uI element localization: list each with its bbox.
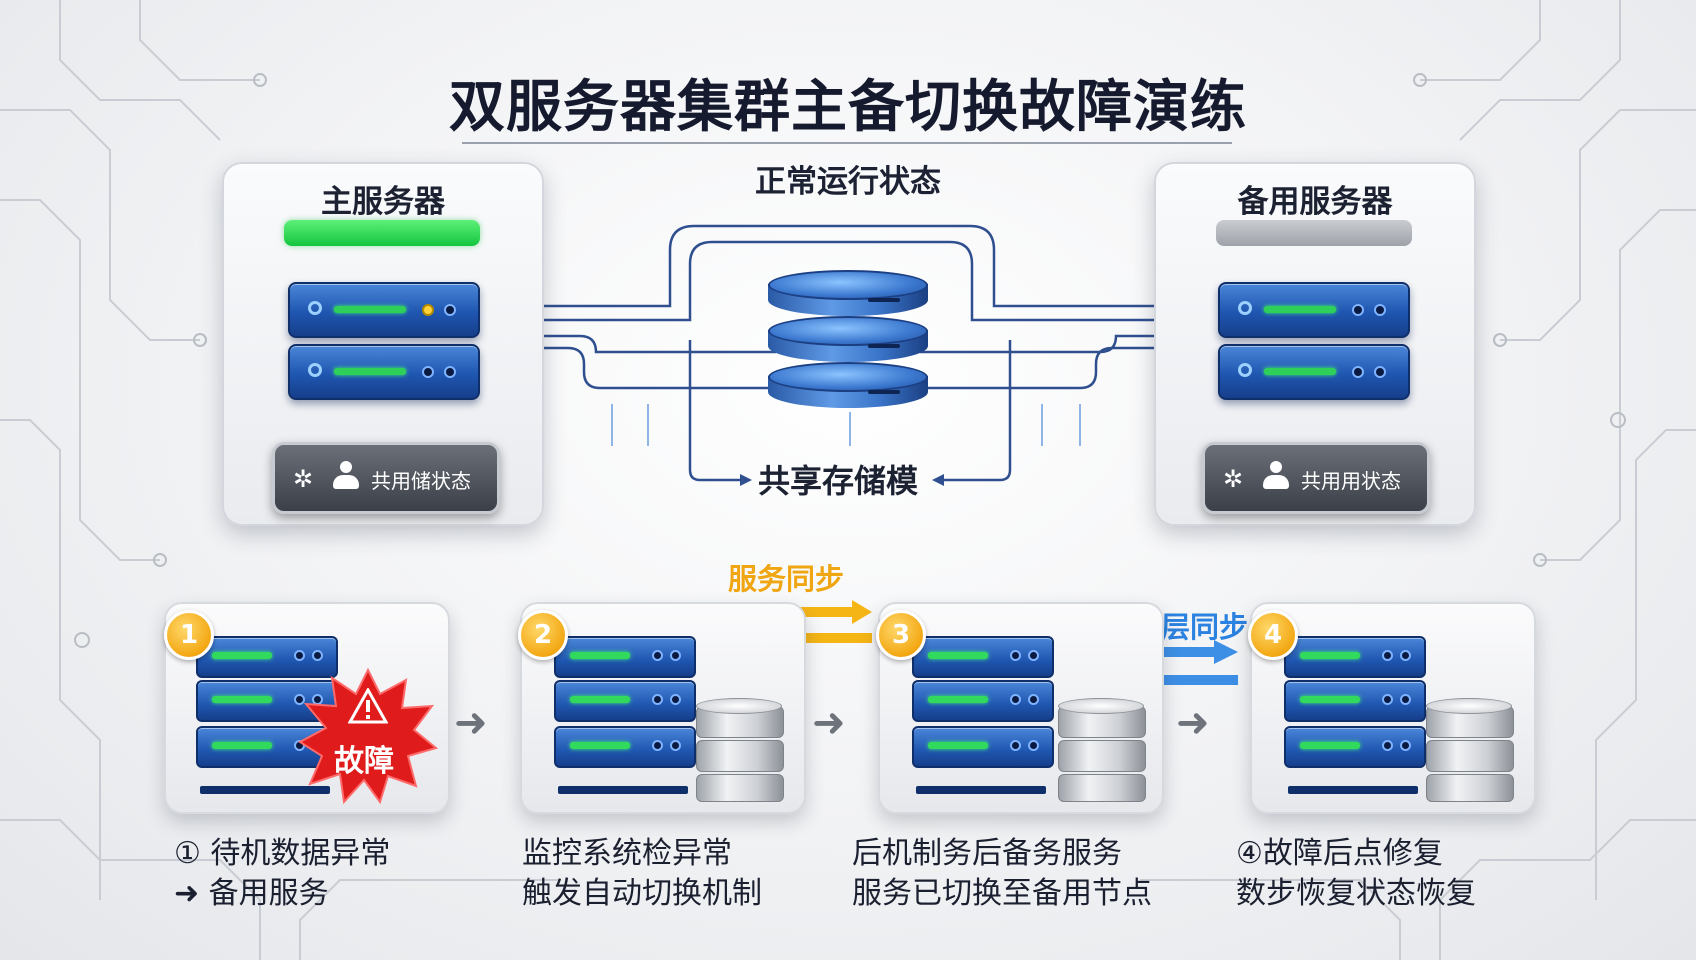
step-4-caption-line-1: ④故障后点修复 bbox=[1236, 836, 1443, 871]
user-icon bbox=[1263, 461, 1289, 491]
step-2-badge: 2 bbox=[518, 610, 568, 660]
fault-badge-label: 故障 bbox=[334, 744, 394, 779]
step-3-storage-icon bbox=[1058, 698, 1146, 802]
main-server-title: 主服务器 bbox=[321, 184, 445, 220]
shared-storage-label: 共享存储模 bbox=[758, 462, 919, 500]
backup-server-unit-2 bbox=[1218, 344, 1410, 400]
backup-server-status-button[interactable]: ✲ 共用用状态 bbox=[1202, 442, 1430, 514]
title-divider bbox=[462, 142, 1232, 144]
arrow-right-icon: ➜ bbox=[454, 700, 488, 746]
main-server-unit-1 bbox=[288, 282, 480, 338]
page-title: 双服务器集群主备切换故障演练 bbox=[449, 75, 1247, 140]
service-sync-label: 服务同步 bbox=[728, 562, 845, 596]
step-1-caption-line-1: ① 待机数据异常 bbox=[174, 836, 391, 871]
step-3-caption-line-1: 后机制务后备务服务 bbox=[852, 836, 1122, 871]
step-3-badge: 3 bbox=[876, 610, 926, 660]
main-server-panel: 主服务器 ✲ 共用储状态 bbox=[222, 162, 544, 526]
fault-burst bbox=[298, 667, 438, 805]
main-server-unit-2 bbox=[288, 344, 480, 400]
step-2-server-rack bbox=[554, 636, 696, 796]
status-subtitle: 正常运行状态 bbox=[755, 164, 941, 200]
backup-server-pill-label: 共用用状态 bbox=[1301, 469, 1401, 493]
shared-storage-database-icon bbox=[768, 258, 928, 408]
step-4-server-rack bbox=[1284, 636, 1426, 796]
backup-server-title: 备用服务器 bbox=[1237, 184, 1393, 220]
backup-server-unit-1 bbox=[1218, 282, 1410, 338]
step-2-caption-line-2: 触发自动切换机制 bbox=[522, 876, 762, 911]
main-server-status-button[interactable]: ✲ 共用储状态 bbox=[272, 442, 500, 514]
step-4-badge: 4 bbox=[1248, 610, 1298, 660]
backup-server-status-bar bbox=[1216, 220, 1412, 246]
step-2-storage-icon bbox=[696, 698, 784, 802]
step-3-caption-line-2: 服务已切换至备用节点 bbox=[852, 876, 1152, 911]
step-1-badge: 1 bbox=[164, 610, 214, 660]
user-icon bbox=[333, 461, 359, 491]
network-icon: ✲ bbox=[293, 465, 314, 493]
step-4-storage-icon bbox=[1426, 698, 1514, 802]
step-3-server-rack bbox=[912, 636, 1054, 796]
arrow-right-icon: ➜ bbox=[812, 700, 846, 746]
step-2-caption-line-1: 监控系统检异常 bbox=[522, 836, 732, 871]
step-1-server-rack bbox=[196, 636, 338, 796]
warning-icon bbox=[348, 688, 388, 724]
step-4-caption-line-2: 数步恢复状态恢复 bbox=[1236, 876, 1476, 911]
main-server-pill-label: 共用储状态 bbox=[371, 469, 471, 493]
backup-server-panel: 备用服务器 ✲ 共用用状态 bbox=[1154, 162, 1476, 526]
arrow-right-icon: ➜ bbox=[1176, 700, 1210, 746]
step-1-caption-line-2: ➜ 备用服务 bbox=[174, 876, 329, 911]
network-icon: ✲ bbox=[1223, 465, 1244, 493]
main-server-status-bar bbox=[284, 220, 480, 246]
